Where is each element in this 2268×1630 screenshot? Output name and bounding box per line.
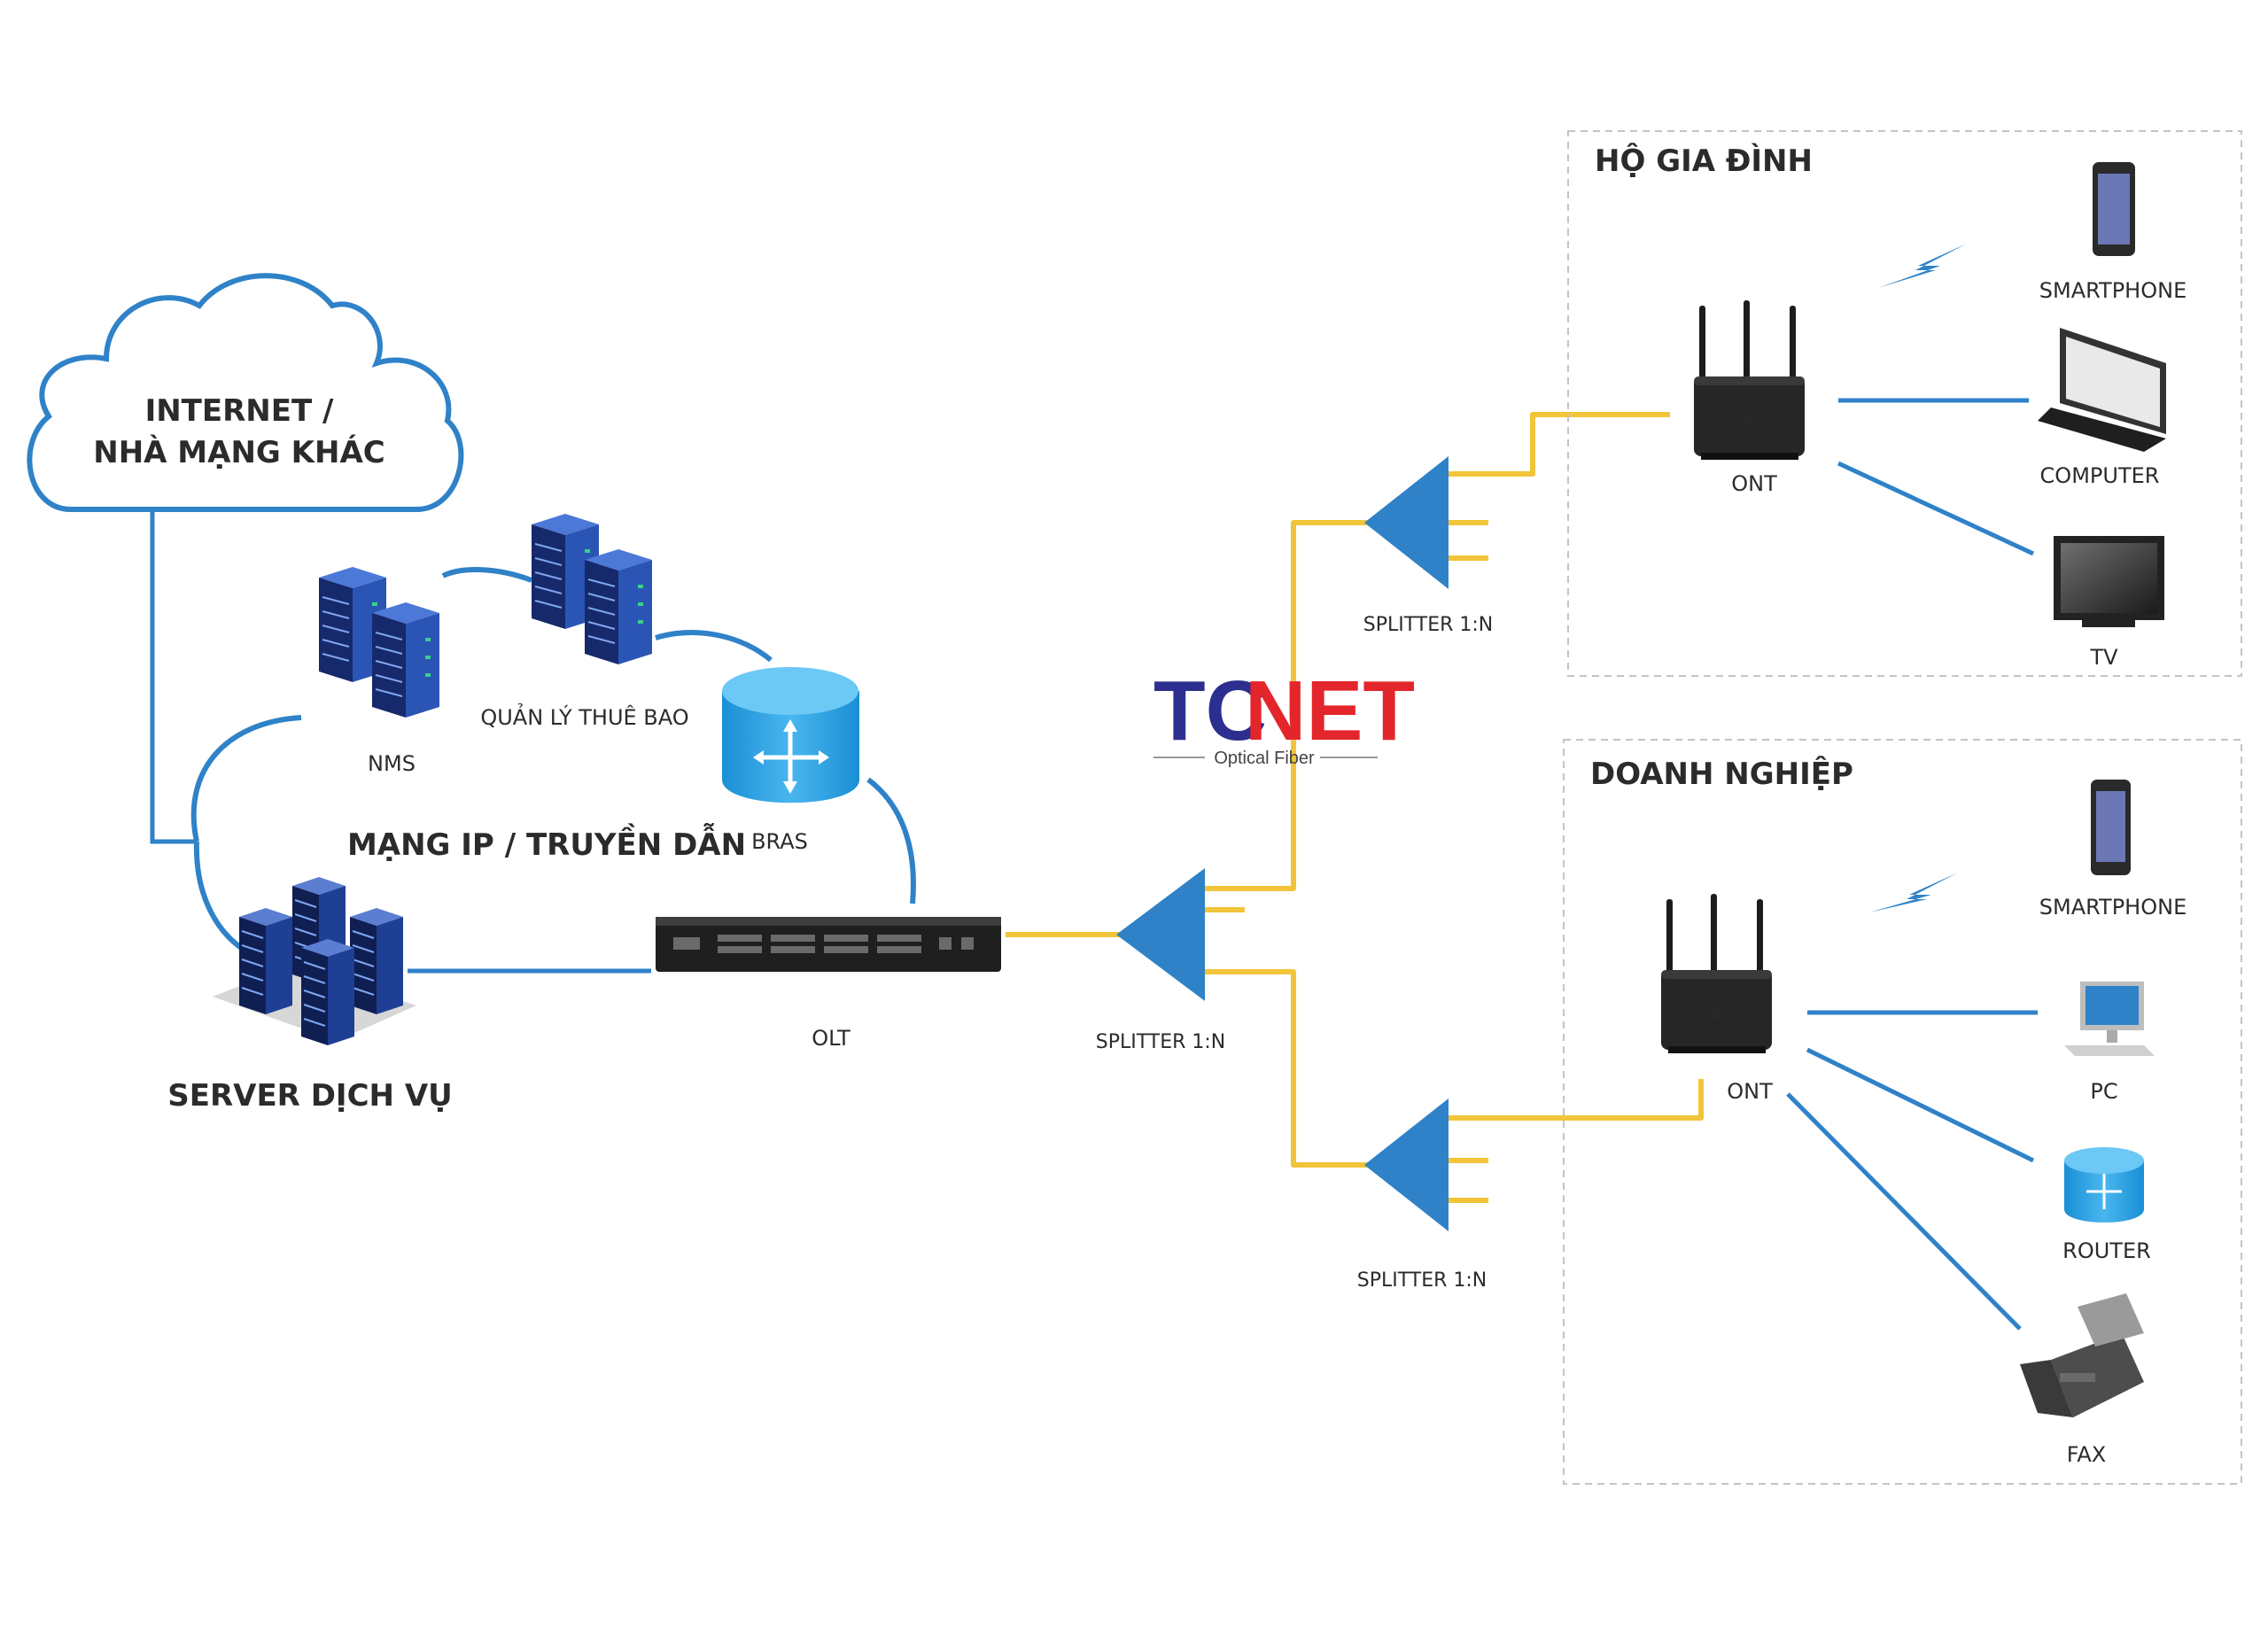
brand-tc: TC [1153, 664, 1267, 758]
ip-network-cloud [190, 567, 916, 959]
home-wireless-icon [1878, 244, 1967, 288]
business-device-router: ROUTER [2062, 1238, 2151, 1263]
home-smartphone-icon [2093, 162, 2135, 256]
business-wireless-icon [1869, 873, 1958, 912]
business-ont-label: ONT [1727, 1079, 1773, 1104]
biz-link-router [1806, 1047, 2035, 1163]
home-ont-label: ONT [1731, 471, 1777, 496]
fiber-to-business-splitter [1205, 969, 1369, 1168]
olt-label: OLT [812, 1026, 850, 1051]
business-fax-icon [2020, 1293, 2144, 1417]
home-device-smartphone: SMARTPHONE [2039, 278, 2186, 303]
main-splitter-icon [1116, 868, 1245, 1001]
internet-label-line2: NHÀ MẠNG KHÁC [93, 434, 384, 470]
home-computer-icon [2038, 328, 2166, 452]
fiber-to-home-ont [1449, 412, 1670, 477]
home-device-computer: COMPUTER [2040, 463, 2160, 488]
internet-link [150, 509, 197, 844]
business-device-fax: FAX [2067, 1442, 2106, 1467]
service-server-icon [213, 876, 416, 1046]
business-smartphone-icon [2091, 780, 2131, 875]
bras-label: BRAS [751, 829, 808, 854]
bras-router-icon [722, 667, 859, 803]
home-ont-icon [1694, 300, 1805, 460]
tcnet-logo: TC NET Optical Fiber [1153, 664, 1415, 768]
olt-device-icon [656, 917, 1001, 972]
business-device-pc: PC [2090, 1079, 2117, 1104]
business-pc-icon [2064, 982, 2155, 1056]
fiber-to-home-splitter [1205, 520, 1369, 891]
home-device-tv: TV [2089, 645, 2118, 670]
business-splitter-icon [1364, 1098, 1488, 1231]
business-title: DOANH NGHIỆP [1590, 756, 1853, 792]
home-group: HỘ GIA ĐÌNH ONT SMARTPHONE COMPUTER TV [1567, 130, 2242, 677]
business-splitter-label: SPLITTER 1:N [1357, 1269, 1487, 1292]
subscriber-server-icon [531, 513, 653, 665]
business-ont-icon [1661, 894, 1772, 1053]
home-title: HỘ GIA ĐÌNH [1595, 143, 1813, 179]
subscriber-mgmt-label: QUẢN LÝ THUÊ BAO [480, 702, 688, 730]
internet-label-line1: INTERNET / [145, 393, 334, 429]
home-tv-icon [2054, 536, 2164, 627]
main-splitter-label: SPLITTER 1:N [1096, 1031, 1226, 1053]
network-label: MẠNG IP / TRUYỀN DẪN [347, 823, 746, 863]
fiber-to-business-ont [1449, 1079, 1704, 1121]
business-group: DOANH NGHIỆP ONT SMARTPHONE PC ROUTER [1563, 739, 2242, 1485]
nms-server-icon [318, 566, 440, 718]
business-router-icon [2064, 1147, 2144, 1222]
brand-net: NET [1245, 664, 1415, 758]
home-splitter-label: SPLITTER 1:N [1363, 614, 1494, 636]
home-link-tv [1837, 461, 2035, 556]
home-splitter-icon [1364, 456, 1488, 589]
business-device-smartphone: SMARTPHONE [2039, 895, 2186, 920]
brand-subtitle: Optical Fiber [1214, 749, 1315, 768]
connections [150, 398, 2038, 1331]
internet-cloud: INTERNET / NHÀ MẠNG KHÁC [27, 273, 464, 512]
service-server-label: SERVER DỊCH VỤ [167, 1078, 453, 1114]
biz-link-fax [1786, 1092, 2022, 1331]
nms-label: NMS [368, 751, 416, 776]
